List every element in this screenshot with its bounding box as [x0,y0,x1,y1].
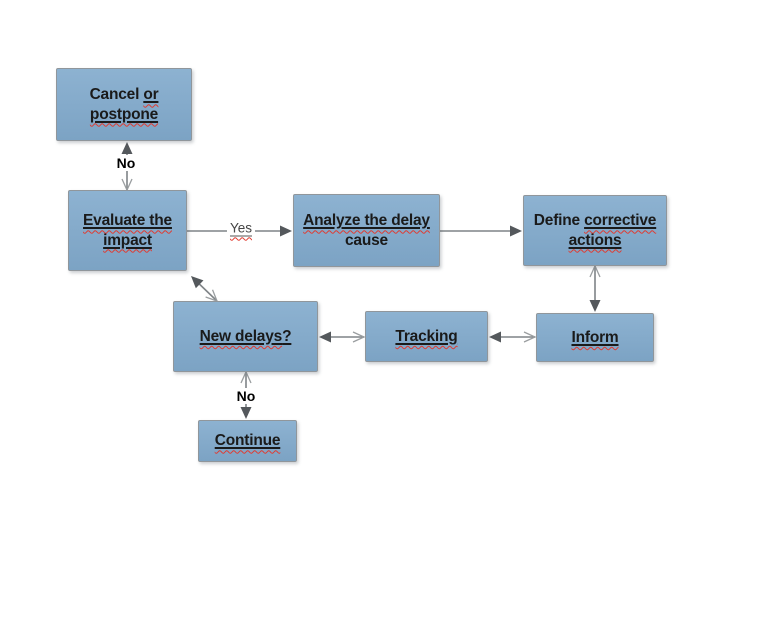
node-label-line: Define corrective [533,211,657,230]
node-label-text: cause [345,231,388,249]
node-label-line: cause [345,231,388,250]
node-label-text: Tracking [395,327,458,345]
edge-inform-to-tracking [489,331,537,343]
edge-label-newdelays-to-continue: No [233,388,259,404]
node-label-text: ? [282,327,292,345]
node-label-line: Inform [571,328,618,347]
node-label-line: impact [103,231,152,250]
arrowhead-filled [121,142,133,154]
edge-analyze-to-define [440,225,522,237]
node-label-text: corrective [584,212,657,230]
node-inform[interactable]: Inform [536,313,654,362]
edge-label-text: Yes [229,220,253,236]
node-label-text: or [143,86,158,103]
node-label-line: Tracking [395,327,457,346]
node-tracking[interactable]: Tracking [365,311,488,362]
edge-tracking-to-newdelays [319,331,366,343]
arrowhead-open [523,331,537,343]
node-label-text: Tracking [395,328,457,345]
node-label-text: Inform [571,329,618,346]
arrowhead-open [589,264,601,278]
node-label-text: Define [533,212,585,230]
node-label-line: Cancel or [90,85,159,104]
node-cancel-postpone[interactable]: Cancel or postpone [56,68,192,141]
node-label-text: impact [103,231,152,249]
node-label-text: Analyze the delay [303,212,430,229]
node-label-text: Analyze the delay [303,212,430,230]
edge-label-evaluate-to-cancel: No [113,155,139,171]
node-label-line: postpone [90,105,158,124]
node-label-text: Evaluate the [83,212,172,230]
arrowhead-filled [489,331,501,343]
node-continue[interactable]: Continue [198,420,297,462]
node-label-text: postpone [90,106,158,123]
arrowhead-filled [589,300,601,312]
node-evaluate-impact[interactable]: Evaluate the impact [68,190,187,271]
edge-newdelays-to-evaluate [191,276,219,303]
node-label-text: corrective [584,212,656,229]
arrowhead-filled [240,407,252,419]
arrowhead-filled [510,225,522,237]
node-label-text: Cancel [89,86,144,104]
node-label-text: actions [569,232,622,249]
node-analyze-delay-cause[interactable]: Analyze the delay cause [293,194,440,267]
edge-define-inform [589,264,601,312]
node-label-line: actions [569,231,622,250]
node-label-text: Inform [571,328,619,346]
arrowhead-filled [319,331,331,343]
node-label-line: New delays? [200,327,292,346]
node-label-text: postpone [89,105,159,123]
node-define-corrective-actions[interactable]: Define corrective actions [523,195,667,266]
node-label-text: actions [568,231,622,249]
arrowhead-open [240,370,252,384]
arrowhead-filled [191,276,204,289]
node-label-line: Analyze the delay [303,211,430,230]
node-label-text: Continue [215,432,281,449]
node-label-line: Continue [215,431,281,450]
node-label-text: New delays [199,327,283,345]
node-label-line: Evaluate the [83,211,172,230]
node-label-text: Continue [214,432,281,450]
node-label-text: or [143,86,159,104]
node-label-text: Evaluate the [83,212,172,229]
node-label-text: impact [103,232,152,249]
node-label-text: New delays [199,327,283,345]
arrowhead-open [352,331,366,343]
node-new-delays[interactable]: New delays? [173,301,318,372]
edge-label-evaluate-to-analyze: Yes [226,220,256,236]
arrowhead-filled [280,225,292,237]
